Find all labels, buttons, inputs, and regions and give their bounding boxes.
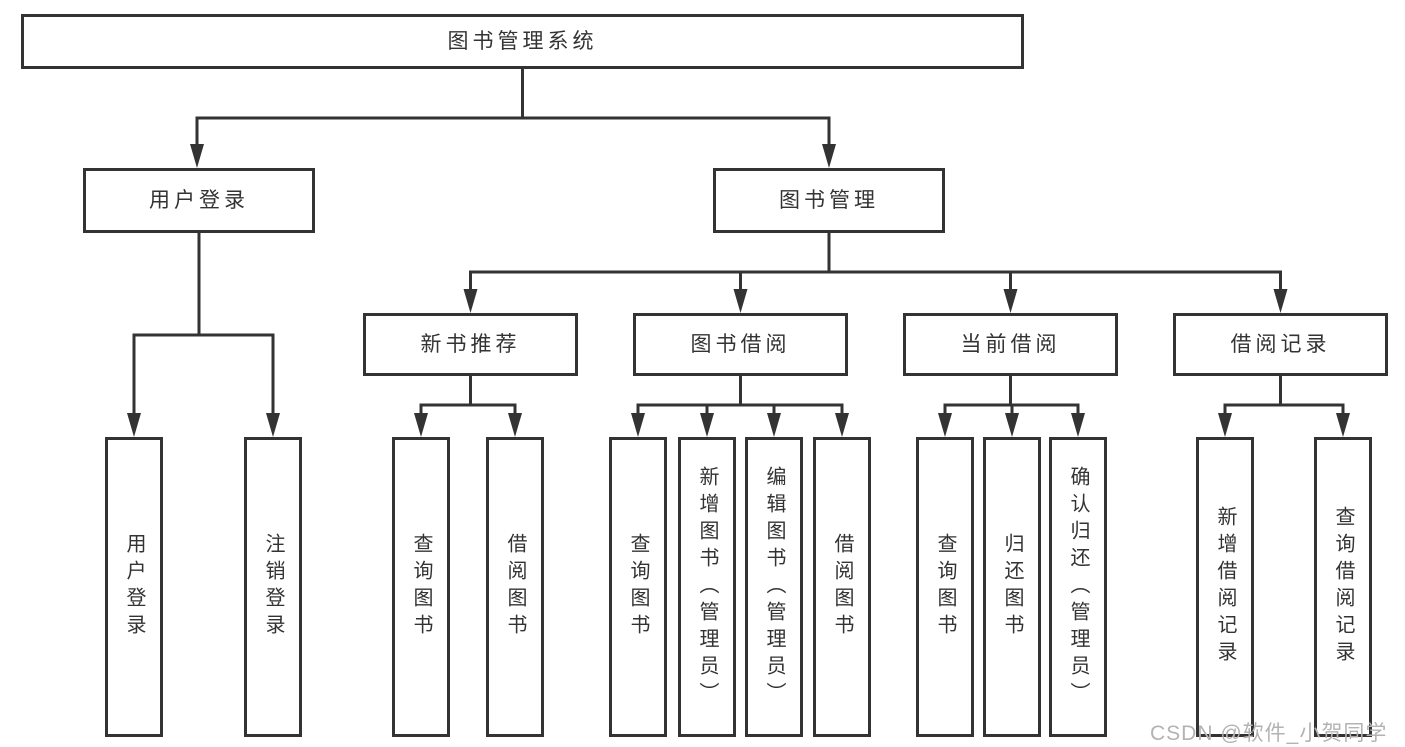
node-label: 查询图书 bbox=[627, 533, 649, 641]
node-label: 查询图书 bbox=[410, 533, 432, 641]
node-label: 归还图书 bbox=[1001, 533, 1023, 641]
leaf-add-books-admin: 新增图书（管理员） bbox=[678, 437, 736, 737]
node-book-management: 图书管理 bbox=[713, 168, 945, 233]
node-label: 借阅记录 bbox=[1230, 332, 1331, 356]
node-label: 新书推荐 bbox=[420, 332, 521, 356]
node-label: 查询借阅记录 bbox=[1332, 506, 1354, 668]
node-label: 新增图书（管理员） bbox=[696, 465, 718, 709]
node-label: 借阅图书 bbox=[504, 533, 526, 641]
leaf-query-books-current: 查询图书 bbox=[916, 437, 974, 737]
leaf-confirm-return-admin: 确认归还（管理员） bbox=[1049, 437, 1107, 737]
leaf-user-login: 用户登录 bbox=[105, 437, 163, 737]
leaf-logout-login: 注销登录 bbox=[244, 437, 302, 737]
node-current-borrow: 当前借阅 bbox=[903, 313, 1118, 376]
node-label: 注销登录 bbox=[262, 533, 284, 641]
leaf-return-books: 归还图书 bbox=[983, 437, 1041, 737]
leaf-edit-books-admin: 编辑图书（管理员） bbox=[745, 437, 803, 737]
node-label: 借阅图书 bbox=[831, 533, 853, 641]
leaf-query-borrow-record: 查询借阅记录 bbox=[1314, 437, 1372, 737]
node-label: 新增借阅记录 bbox=[1214, 506, 1236, 668]
leaf-query-books-recommend: 查询图书 bbox=[392, 437, 450, 737]
node-label: 用户登录 bbox=[149, 188, 249, 212]
node-new-book-recommend: 新书推荐 bbox=[363, 313, 578, 376]
node-label: 当前借阅 bbox=[960, 332, 1061, 356]
leaf-add-borrow-record: 新增借阅记录 bbox=[1196, 437, 1254, 737]
node-user-login: 用户登录 bbox=[83, 168, 315, 233]
node-label: 查询图书 bbox=[934, 533, 956, 641]
node-book-borrow: 图书借阅 bbox=[633, 313, 848, 376]
node-library-management-system: 图书管理系统 bbox=[21, 14, 1024, 69]
node-label: 用户登录 bbox=[123, 533, 145, 641]
node-borrow-records: 借阅记录 bbox=[1173, 313, 1388, 376]
node-label: 确认归还（管理员） bbox=[1067, 465, 1089, 709]
node-label: 图书借阅 bbox=[690, 332, 791, 356]
csdn-watermark: CSDN @软件_小贺同学 bbox=[1150, 722, 1388, 745]
leaf-borrow-books: 借阅图书 bbox=[813, 437, 871, 737]
node-label: 编辑图书（管理员） bbox=[763, 465, 785, 709]
node-label: 图书管理 bbox=[779, 188, 879, 212]
leaf-query-books-borrow: 查询图书 bbox=[609, 437, 667, 737]
node-label: 图书管理系统 bbox=[447, 29, 598, 53]
leaf-borrow-books-recommend: 借阅图书 bbox=[486, 437, 544, 737]
